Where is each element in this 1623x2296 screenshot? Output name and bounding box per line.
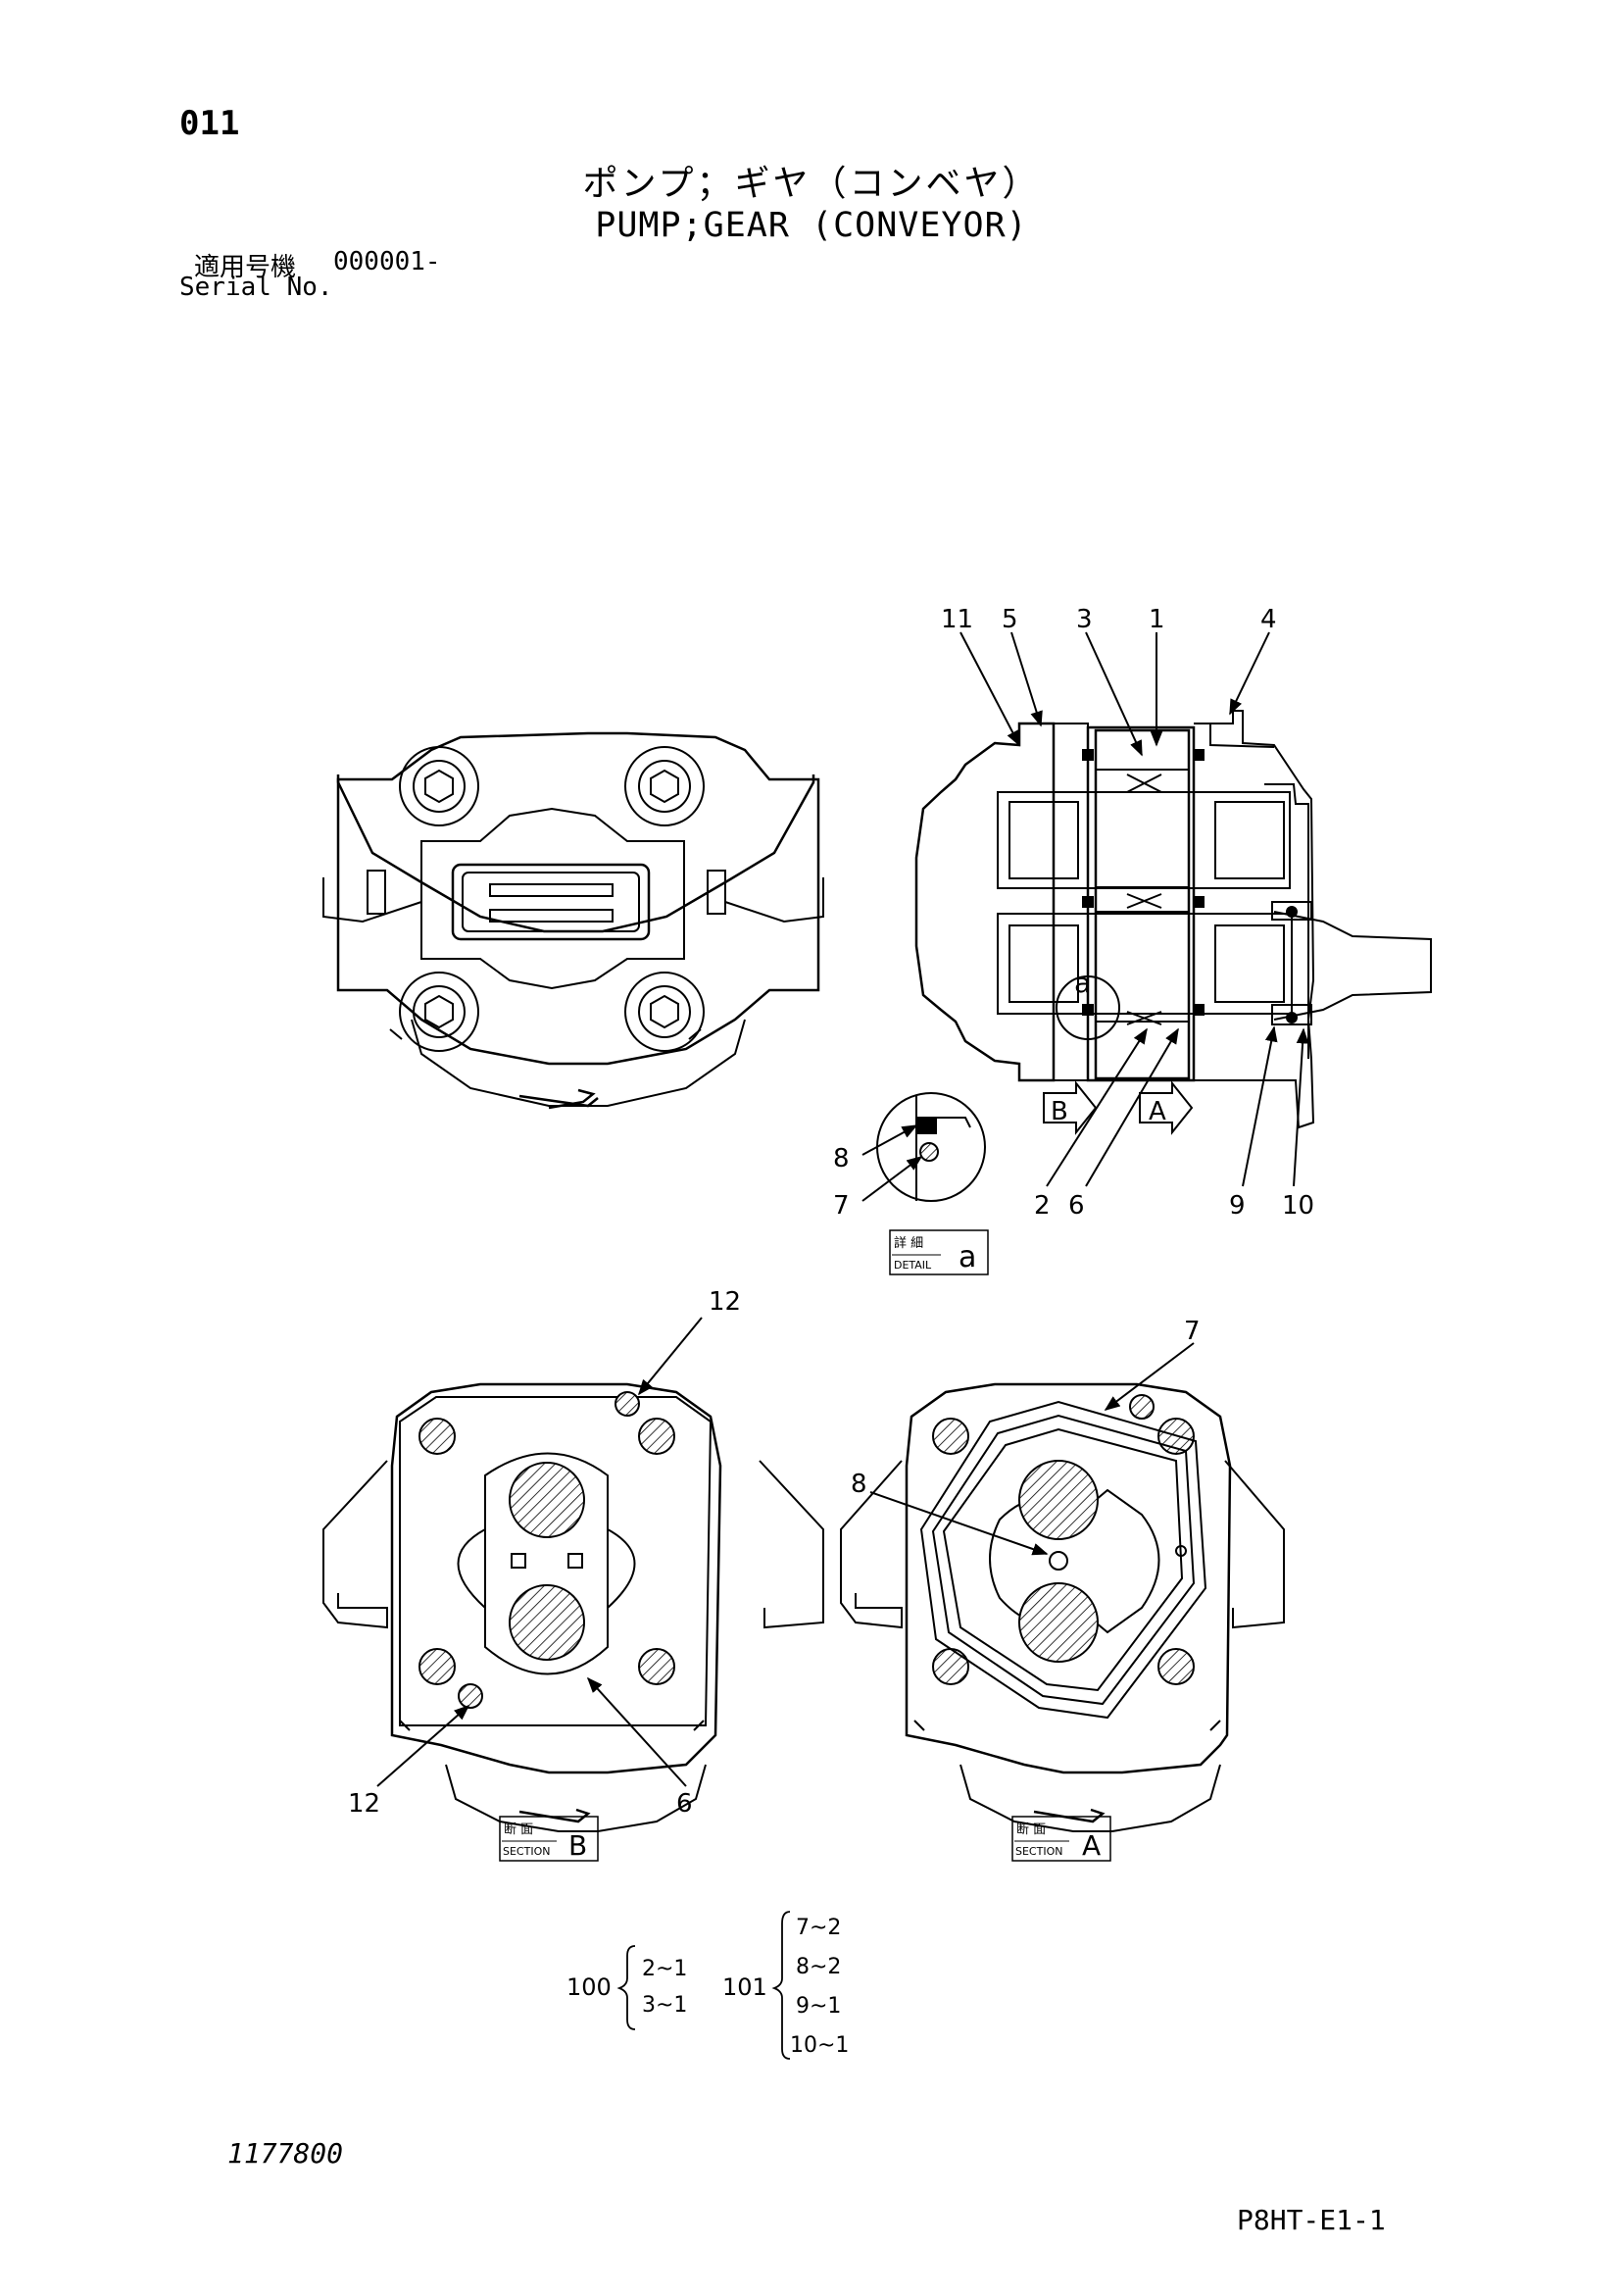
serial-value: 000001- xyxy=(333,247,441,276)
callout-3: 3 xyxy=(1076,605,1093,634)
drawing-number: 1177800 xyxy=(227,2137,344,2170)
kit-101-item: 8~2 xyxy=(796,1955,841,1979)
section-arrow-b: B xyxy=(1043,1080,1098,1135)
section-b-label: 断 面 SECTION B xyxy=(499,1816,599,1862)
detail-marker-a: a xyxy=(1074,967,1091,999)
section-a-callout-8: 8 xyxy=(851,1470,867,1499)
section-b-view: 12 12 6 断 面 SECTION B xyxy=(322,1287,824,1862)
detail-a-label: 詳 細 DETAIL a xyxy=(889,1229,989,1275)
callout-2: 2 xyxy=(1034,1191,1051,1221)
section-a-label: 断 面 SECTION A xyxy=(1011,1816,1111,1862)
callout-4: 4 xyxy=(1260,605,1277,634)
svg-text:A: A xyxy=(1082,1829,1101,1862)
section-a-callout-7: 7 xyxy=(1184,1317,1201,1346)
page-number: 011 xyxy=(179,104,240,143)
kit-100-item: 3~1 xyxy=(642,1993,687,2018)
kit-101-item: 9~1 xyxy=(796,1994,841,2019)
callout-9: 9 xyxy=(1229,1191,1246,1221)
callout-10: 10 xyxy=(1282,1191,1314,1221)
section-b-callout-12-bottom: 12 xyxy=(348,1789,380,1819)
svg-text:B: B xyxy=(568,1829,587,1862)
title-japanese: ポンプ；ギヤ（コンベヤ） xyxy=(582,164,1041,204)
title-english: PUMP;GEAR (CONVEYOR) xyxy=(595,206,1028,245)
kit-101-item: 10~1 xyxy=(790,2033,849,2058)
svg-text:DETAIL: DETAIL xyxy=(894,1259,932,1272)
callout-11: 11 xyxy=(941,605,973,634)
section-a-view: 7 8 断 面 SECTION A xyxy=(840,1317,1285,1862)
front-view-bolt-bl xyxy=(399,972,479,1052)
kit-100-item: 2~1 xyxy=(642,1957,687,1981)
kit-101: 101 7~2 8~2 9~1 10~1 xyxy=(722,1911,849,2060)
kit-100-code: 100 xyxy=(566,1973,612,2001)
kit-101-item: 7~2 xyxy=(796,1916,841,1940)
kit-100: 100 2~1 3~1 xyxy=(566,1945,687,2030)
serial-label-en: Serial No. xyxy=(179,273,333,302)
callout-1: 1 xyxy=(1149,605,1165,634)
callout-6: 6 xyxy=(1068,1191,1085,1221)
svg-text:断 面: 断 面 xyxy=(504,1822,533,1837)
detail-callout-7: 7 xyxy=(833,1191,850,1221)
section-b-callout-6: 6 xyxy=(676,1789,693,1819)
svg-text:SECTION: SECTION xyxy=(503,1845,550,1858)
front-view xyxy=(322,731,824,1110)
section-b-callout-12-top: 12 xyxy=(709,1287,741,1317)
svg-text:SECTION: SECTION xyxy=(1015,1845,1062,1858)
sheet-code: P8HT-E1-1 xyxy=(1237,2204,1386,2236)
kit-101-code: 101 xyxy=(722,1973,767,2001)
svg-text:B: B xyxy=(1051,1097,1068,1126)
svg-text:詳 細: 詳 細 xyxy=(894,1235,923,1251)
front-view-bolt-br xyxy=(624,972,705,1052)
detail-a-view: 8 7 詳 細 DETAIL a xyxy=(833,1092,989,1275)
callout-5: 5 xyxy=(1002,605,1018,634)
serial-label-jp: 適用号機 xyxy=(194,253,297,282)
section-arrow-a: A xyxy=(1139,1080,1194,1135)
side-section-view: a B A 11 5 3 1 4 2 6 9 10 xyxy=(914,605,1432,1221)
detail-callout-8: 8 xyxy=(833,1144,850,1173)
svg-text:a: a xyxy=(959,1240,976,1274)
svg-text:A: A xyxy=(1149,1097,1166,1126)
svg-text:断 面: 断 面 xyxy=(1016,1822,1046,1837)
front-view-bolt-tl xyxy=(399,746,479,826)
front-view-bolt-tr xyxy=(624,746,705,826)
